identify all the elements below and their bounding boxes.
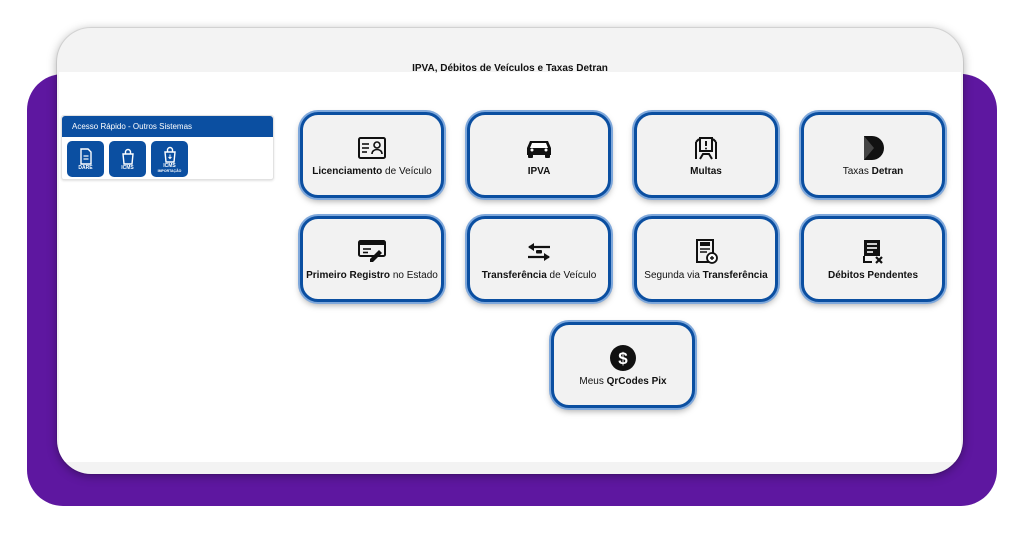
- quick-access-label: DARE: [78, 164, 93, 171]
- quick-access-icms-button[interactable]: ICMS: [109, 141, 146, 177]
- pending-bill-icon: [863, 239, 883, 264]
- transfer-arrows-icon: [528, 242, 550, 261]
- quick-access-label: ICMS: [163, 162, 176, 169]
- card-label: Débitos Pendentes: [827, 269, 919, 281]
- shopping-bag-icon: [121, 148, 134, 165]
- browser-frame: IPVA, Débitos de Veículos e Taxas Detran…: [57, 28, 963, 474]
- card-label: Segunda via Transferência: [644, 269, 768, 281]
- meus-qrcodes-pix-card[interactable]: $ Meus QrCodes Pix: [551, 322, 695, 408]
- taxas-detran-card[interactable]: Taxas Detran: [801, 112, 945, 198]
- quick-access-label: ICMS: [121, 164, 134, 171]
- quick-access-panel: Acesso Rápido - Outros Sistemas DARE ICM…: [61, 115, 274, 180]
- multas-card[interactable]: Multas: [634, 112, 778, 198]
- card-label: Primeiro Registro no Estado: [306, 269, 438, 281]
- traffic-ticket-icon: [695, 136, 717, 160]
- card-label: Meus QrCodes Pix: [579, 375, 667, 387]
- registration-pen-icon: [358, 239, 386, 262]
- card-label: Taxas Detran: [842, 165, 904, 177]
- card-label: Licenciamento de Veículo: [312, 165, 432, 177]
- card-label: Multas: [690, 165, 722, 177]
- segunda-via-card[interactable]: Segunda via Transferência: [634, 216, 778, 302]
- svg-text:$: $: [618, 349, 628, 368]
- transferencia-card[interactable]: Transferência de Veículo: [467, 216, 611, 302]
- quick-access-icms-importacao-button[interactable]: ICMS IMPORTAÇÃO: [151, 141, 188, 177]
- dollar-coin-icon: $: [610, 344, 636, 371]
- quick-access-dare-button[interactable]: DARE: [67, 141, 104, 177]
- vehicle-license-icon: [358, 136, 386, 159]
- page-title: IPVA, Débitos de Veículos e Taxas Detran: [412, 63, 608, 74]
- ipva-card[interactable]: IPVA: [467, 112, 611, 198]
- debitos-pendentes-card[interactable]: Débitos Pendentes: [801, 216, 945, 302]
- card-label: IPVA: [527, 165, 551, 177]
- document-copy-icon: [696, 238, 718, 264]
- detran-logo-icon: [864, 135, 884, 160]
- primeiro-registro-card[interactable]: Primeiro Registro no Estado: [300, 216, 444, 302]
- document-icon: [79, 147, 92, 165]
- card-label: Transferência de Veículo: [481, 269, 597, 281]
- licenciamento-card[interactable]: Licenciamento de Veículo: [300, 112, 444, 198]
- shopping-bag-icon: [163, 146, 176, 163]
- quick-access-sublabel: IMPORTAÇÃO: [157, 168, 182, 173]
- quick-access-header: Acesso Rápido - Outros Sistemas: [62, 116, 273, 137]
- car-icon: [527, 140, 551, 158]
